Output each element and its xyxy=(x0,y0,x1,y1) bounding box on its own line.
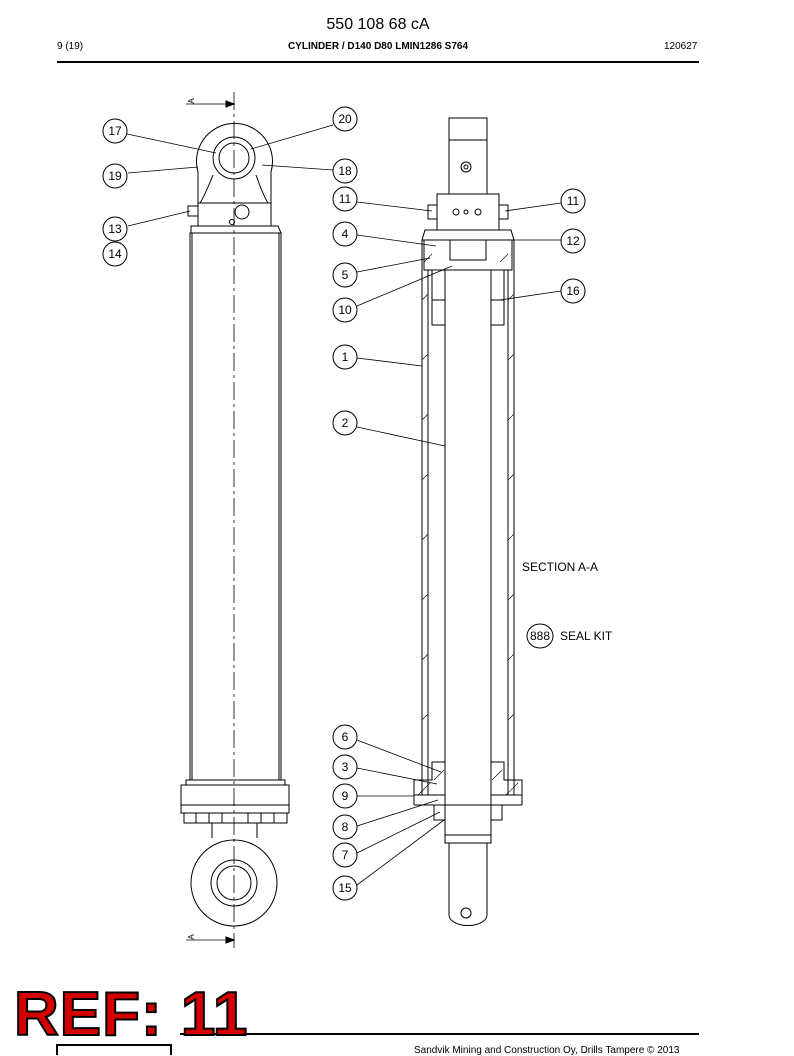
svg-text:1: 1 xyxy=(342,350,349,364)
svg-text:14: 14 xyxy=(108,247,122,261)
svg-text:20: 20 xyxy=(338,112,352,126)
callout-8: 8 xyxy=(332,814,358,840)
seal-kit-legend: 888 SEAL KIT xyxy=(526,623,613,649)
svg-text:4: 4 xyxy=(342,227,349,241)
footer-rule xyxy=(180,1033,699,1035)
section-hatching xyxy=(417,253,519,796)
callout-19: 19 xyxy=(102,163,128,189)
ref-stamp: REF: 11 xyxy=(13,980,249,1049)
page-number: 9 (19) xyxy=(57,41,84,52)
svg-text:11: 11 xyxy=(339,192,352,206)
svg-text:8: 8 xyxy=(342,820,349,834)
callout-17: 17 xyxy=(102,118,128,144)
svg-text:2: 2 xyxy=(342,416,349,430)
svg-text:12: 12 xyxy=(566,234,580,248)
callout-12: 12 xyxy=(560,228,586,254)
svg-text:7: 7 xyxy=(342,848,349,862)
leader-lines xyxy=(126,124,562,886)
callout-bubbles: 17 19 13 14 20 18 11 11 4 12 5 10 16 1 2… xyxy=(102,106,586,901)
callout-20: 20 xyxy=(332,106,358,132)
cylinder-external-view xyxy=(180,92,290,948)
date-code: 120627 xyxy=(664,41,698,52)
document-number: 550 108 68 cA xyxy=(326,16,430,33)
section-mark-top: A xyxy=(187,98,196,104)
callout-13: 13 xyxy=(102,216,128,242)
svg-text:10: 10 xyxy=(338,303,352,317)
callout-4: 4 xyxy=(332,221,358,247)
callout-11-right: 11 xyxy=(560,188,586,214)
svg-text:5: 5 xyxy=(342,268,349,282)
callout-10: 10 xyxy=(332,297,358,323)
svg-text:9: 9 xyxy=(342,789,349,803)
callout-16: 16 xyxy=(560,278,586,304)
svg-text:11: 11 xyxy=(567,194,580,208)
copyright: Sandvik Mining and Construction Oy, Dril… xyxy=(414,1045,680,1056)
svg-text:15: 15 xyxy=(338,881,352,895)
callout-2: 2 xyxy=(332,410,358,436)
callout-14: 14 xyxy=(102,241,128,267)
svg-text:19: 19 xyxy=(108,169,122,183)
callout-15: 15 xyxy=(332,875,358,901)
section-mark-bottom: A xyxy=(187,934,196,940)
part-title: CYLINDER / D140 D80 LMIN1286 S764 xyxy=(287,41,469,52)
cylinder-section-view xyxy=(413,117,523,927)
header-rule xyxy=(57,61,699,63)
callout-6: 6 xyxy=(332,724,358,750)
svg-text:16: 16 xyxy=(566,284,580,298)
callout-11-left: 11 xyxy=(332,186,358,212)
seal-kit-number: 888 xyxy=(530,629,550,643)
svg-text:13: 13 xyxy=(108,222,122,236)
callout-7: 7 xyxy=(332,842,358,868)
callout-18: 18 xyxy=(332,158,358,184)
svg-text:6: 6 xyxy=(342,730,349,744)
svg-text:17: 17 xyxy=(108,124,122,138)
svg-text:18: 18 xyxy=(338,164,352,178)
callout-9: 9 xyxy=(332,783,358,809)
seal-kit-label: SEAL KIT xyxy=(560,629,613,643)
company-logo xyxy=(56,1044,172,1055)
section-label: SECTION A-A xyxy=(522,560,598,574)
svg-text:3: 3 xyxy=(342,760,349,774)
callout-5: 5 xyxy=(332,262,358,288)
callout-3: 3 xyxy=(332,754,358,780)
callout-1: 1 xyxy=(332,344,358,370)
